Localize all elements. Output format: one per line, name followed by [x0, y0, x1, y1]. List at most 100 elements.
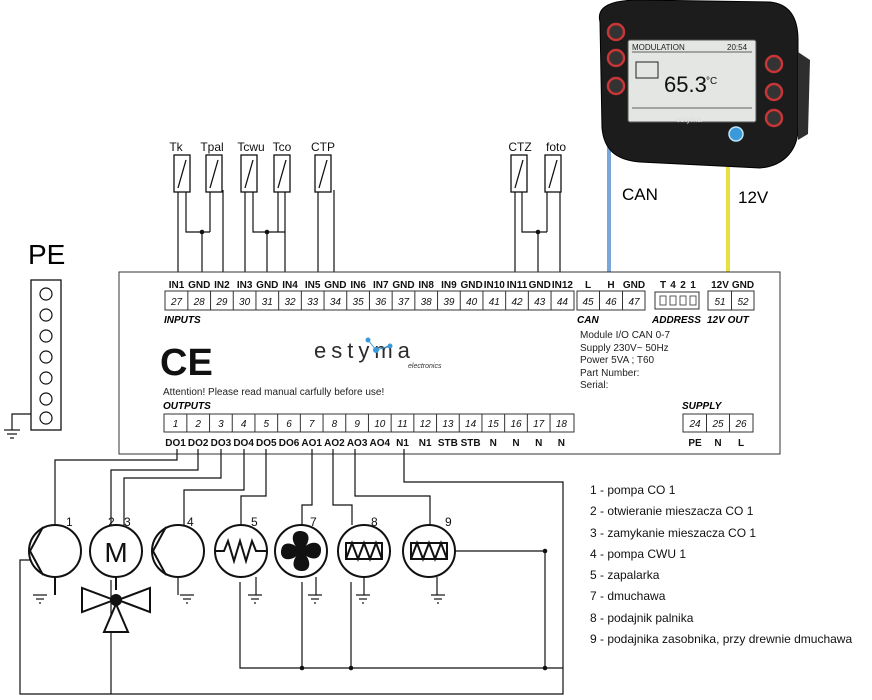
input-terminal-pin[interactable]: 41 [489, 297, 500, 308]
input-terminal-pin[interactable]: 38 [421, 297, 433, 308]
controller-button-left-1[interactable] [606, 22, 626, 42]
sensor-junctions [199, 229, 541, 235]
input-terminal-pin[interactable]: 33 [307, 297, 319, 308]
input-terminal-pin[interactable]: 30 [239, 297, 251, 308]
legend-item: 3 - zamykanie mieszacza CO 1 [590, 525, 757, 540]
controller-panel: MODULATION 20:54 65.3 °C estyma [598, 0, 810, 169]
legend-item: 4 - pompa CWU 1 [590, 546, 687, 561]
device-number-4: 4 [187, 515, 194, 529]
sensor-wires [177, 190, 561, 278]
output-terminal-label: DO6 [279, 438, 300, 449]
input-terminal-pin[interactable]: 35 [353, 297, 365, 308]
ground-symbols [33, 577, 445, 604]
power-12v-wire-label: 12V [738, 188, 769, 207]
output-terminal-pin[interactable]: 15 [488, 419, 500, 430]
out12v-terminal-label: GND [732, 280, 754, 291]
svg-text:M: M [104, 537, 127, 568]
input-terminal-pin[interactable]: 34 [330, 297, 342, 308]
input-terminal-pin[interactable]: 29 [215, 297, 228, 308]
output-wires [19, 449, 564, 695]
input-terminal-pin[interactable]: 31 [262, 297, 273, 308]
output-terminal-pin[interactable]: 4 [241, 419, 247, 430]
out12v-terminal-pin[interactable]: 51 [714, 297, 725, 308]
output-terminal-label: DO5 [256, 438, 277, 449]
controller-button-right-2[interactable] [764, 82, 784, 102]
supply-terminal-pin[interactable]: 26 [734, 419, 747, 430]
sensor-label-tk: Tk [169, 140, 183, 154]
controller-button-right-1[interactable] [764, 54, 784, 74]
can-terminal-pin[interactable]: 46 [605, 297, 617, 308]
output-terminal-pin[interactable]: 5 [264, 419, 270, 430]
estyma-logo: estyma electronics [314, 337, 442, 370]
output-terminal-pin[interactable]: 18 [556, 419, 568, 430]
supply-section-label: SUPPLY [682, 401, 723, 412]
device-number-7: 7 [310, 515, 317, 529]
input-terminal-label: GND [256, 280, 278, 291]
supply-terminal-label: L [738, 438, 744, 449]
input-terminal-label: IN5 [305, 280, 321, 291]
controller-button-right-3[interactable] [764, 108, 784, 128]
output-terminal-pin[interactable]: 9 [354, 419, 360, 430]
output-terminal-pin[interactable]: 13 [442, 419, 454, 430]
tank-feeder-icon [402, 524, 456, 578]
can-terminal-pin[interactable]: 47 [628, 297, 640, 308]
output-terminal-pin[interactable]: 14 [465, 419, 477, 430]
output-terminal-pin[interactable]: 8 [332, 419, 338, 430]
input-terminal-pin[interactable]: 43 [534, 297, 546, 308]
input-terminal-pin[interactable]: 37 [398, 297, 410, 308]
module-info: Module I/O CAN 0-7 Supply 230V~ 50Hz Pow… [580, 330, 670, 393]
logo-brand: estyma [314, 338, 415, 363]
input-terminal-pin[interactable]: 28 [193, 297, 206, 308]
input-terminal-label: IN2 [214, 280, 230, 291]
device-number-8: 8 [371, 515, 378, 529]
output-terminal-label: N [535, 438, 542, 449]
output-terminal-label: DO1 [165, 438, 186, 449]
output-terminal-pin[interactable]: 2 [194, 419, 201, 430]
address-dip-levers [659, 295, 697, 306]
output-terminal-pin[interactable]: 3 [218, 419, 224, 430]
burner-feeder-icon [337, 524, 391, 578]
input-terminal-label: IN11 [507, 280, 528, 291]
supply-terminal-pin[interactable]: 25 [711, 419, 724, 430]
output-terminal-pin[interactable]: 6 [286, 419, 292, 430]
output-terminal-pin[interactable]: 7 [309, 419, 315, 430]
controller-button-left-2[interactable] [606, 48, 626, 68]
sensor-label-ctp: CTP [311, 140, 335, 154]
output-terminal-pin[interactable]: 11 [397, 419, 407, 430]
outputs-section-label: OUTPUTS [163, 401, 211, 412]
wire-junctions [299, 548, 548, 671]
device-number-9: 9 [445, 515, 452, 529]
input-terminal-pin[interactable]: 42 [511, 297, 523, 308]
controller-button-blue[interactable] [728, 126, 744, 142]
output-terminal-pin[interactable]: 16 [510, 419, 522, 430]
output-terminal-pin[interactable]: 17 [533, 419, 545, 430]
sensor-label-ctz: CTZ [508, 140, 531, 154]
pump-cwu1-icon [151, 524, 205, 578]
output-terminal-label: DO4 [233, 438, 254, 449]
input-terminal-pin[interactable]: 27 [170, 297, 183, 308]
out12v-terminal-pin[interactable]: 52 [737, 297, 749, 308]
controller-button-left-3[interactable] [606, 76, 626, 96]
output-terminal-pin[interactable]: 10 [374, 419, 386, 430]
input-terminal-pin[interactable]: 44 [557, 297, 569, 308]
sensor-symbols [173, 154, 562, 193]
can-terminal-pin[interactable]: 45 [582, 297, 594, 308]
supply-terminal-pin[interactable]: 24 [688, 419, 701, 430]
mixer-valve-icon: M [81, 524, 151, 633]
input-terminal-pin[interactable]: 40 [466, 297, 478, 308]
input-terminal-label: GND [188, 280, 210, 291]
input-terminal-pin[interactable]: 32 [284, 297, 296, 308]
input-terminal-pin[interactable]: 36 [375, 297, 387, 308]
output-terminal-pin[interactable]: 12 [420, 419, 432, 430]
input-terminal-pin[interactable]: 39 [443, 297, 455, 308]
controller-display [627, 39, 757, 123]
input-terminal-label: IN7 [373, 280, 389, 291]
output-terminal-pin[interactable]: 1 [173, 419, 179, 430]
input-terminal-pins: 27 28 29 30 31 32 33 34 35 36 37 38 39 40 41 42 43 44 [170, 291, 568, 310]
address-section-label: ADDRESS [651, 315, 701, 326]
sensor-label-tpal: Tpal [200, 140, 223, 154]
